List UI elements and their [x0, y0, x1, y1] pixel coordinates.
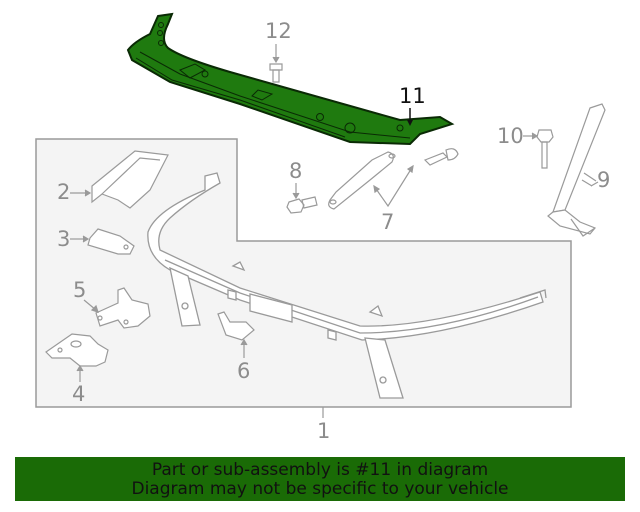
part-8-bolt[interactable]: [286, 183, 318, 214]
banner-line-1: Part or sub-assembly is #11 in diagram: [151, 460, 489, 480]
part-12-bolt[interactable]: [269, 44, 283, 83]
callout-8[interactable]: 8: [289, 159, 303, 183]
banner-line-2: Diagram may not be specific to your vehi…: [131, 479, 509, 499]
callout-12[interactable]: 12: [265, 19, 292, 43]
callout-1[interactable]: 1: [317, 419, 331, 443]
callout-11[interactable]: 11: [399, 84, 426, 108]
part-2-bracket[interactable]: [70, 150, 169, 209]
callout-5[interactable]: 5: [73, 278, 87, 302]
callout-2[interactable]: 2: [57, 180, 71, 204]
callout-4[interactable]: 4: [72, 382, 86, 406]
part-7-brace[interactable]: [328, 148, 459, 210]
part-3-bracket[interactable]: [70, 228, 135, 255]
callout-10[interactable]: 10: [497, 124, 524, 148]
callout-3[interactable]: 3: [57, 227, 71, 251]
part-10-bolt[interactable]: [523, 129, 554, 169]
part-4-mount[interactable]: [45, 333, 109, 382]
callout-9[interactable]: 9: [597, 168, 611, 192]
callout-6[interactable]: 6: [237, 359, 251, 383]
part-6-bracket[interactable]: [217, 311, 255, 358]
part-1-frame[interactable]: [147, 172, 547, 399]
part-9-support[interactable]: [547, 103, 606, 237]
part-11-cover[interactable]: [126, 12, 455, 146]
part-5-bracket[interactable]: [83, 287, 151, 329]
callout-7[interactable]: 7: [381, 210, 395, 234]
info-banner: Part or sub-assembly is #11 in diagram D…: [15, 457, 625, 501]
assembly-group-box: [35, 138, 572, 408]
